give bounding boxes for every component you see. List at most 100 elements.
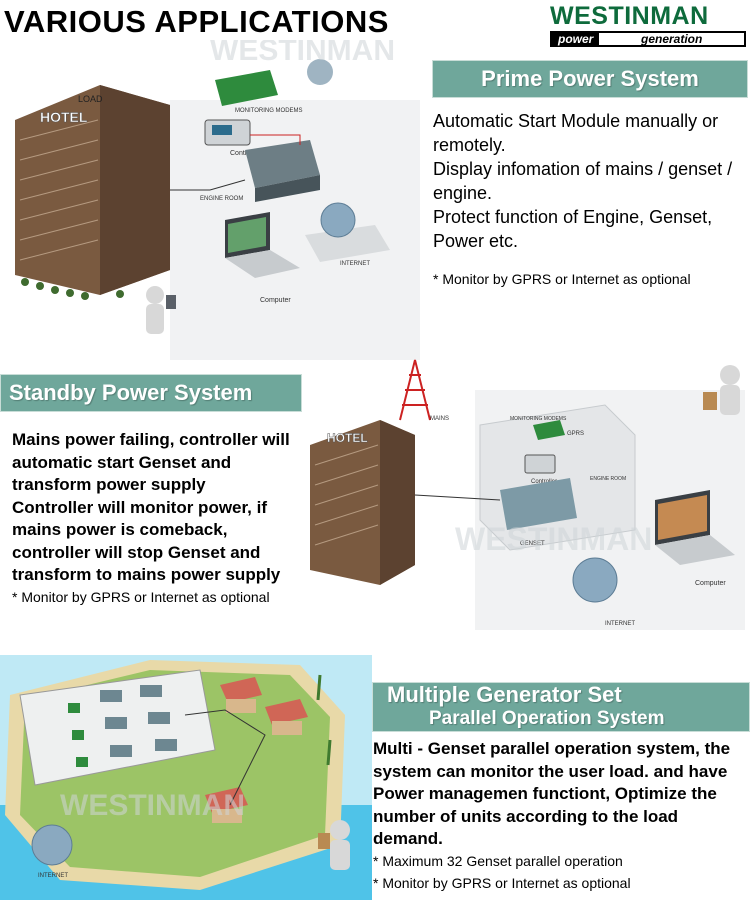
watermark: WESTINMAN bbox=[455, 521, 652, 557]
prime-power-note: * Monitor by GPRS or Internet as optiona… bbox=[433, 271, 691, 287]
internet-globe-icon bbox=[320, 202, 356, 238]
phone-icon bbox=[166, 295, 176, 309]
internet-pad bbox=[305, 225, 390, 262]
houses bbox=[205, 677, 308, 823]
multiple-genset-title: Multiple Generator Set bbox=[387, 682, 622, 707]
laptop-display bbox=[658, 495, 707, 540]
modem-label: MONITORING MODEMS bbox=[510, 416, 567, 422]
tablet-icon bbox=[703, 392, 717, 410]
wire-red bbox=[250, 134, 301, 145]
standby-power-illustration: MAINS HOTEL MONITORING MODEMS GPRS Contr… bbox=[310, 359, 745, 630]
tablet-icon bbox=[318, 833, 330, 849]
person-body bbox=[720, 385, 740, 415]
hotel-windows bbox=[19, 119, 99, 261]
laptop-keyboard bbox=[225, 250, 300, 278]
controller-boards bbox=[68, 703, 88, 767]
hotel-building-side bbox=[100, 85, 170, 295]
gprs-label: GPRS bbox=[567, 431, 584, 437]
floor-panel bbox=[170, 100, 420, 360]
page-title: VARIOUS APPLICATIONS bbox=[4, 4, 389, 39]
multiple-line: demand. bbox=[373, 829, 443, 848]
genset-base bbox=[255, 175, 320, 202]
logo-tagline: power generation bbox=[550, 31, 746, 47]
standby-line: automatic start Genset and bbox=[12, 452, 232, 472]
gensets bbox=[100, 685, 177, 757]
controller-label: Controller bbox=[230, 150, 261, 157]
multiple-line: Power managemen functiont, Optimize the bbox=[373, 784, 717, 803]
controller-device bbox=[524, 454, 556, 474]
watermark: WESTINMAN bbox=[60, 789, 245, 822]
standby-line: transform power supply bbox=[12, 475, 206, 494]
hotel-building-side bbox=[380, 420, 415, 585]
standby-line: mains power is comeback, bbox=[12, 520, 228, 539]
multiple-note: * Monitor by GPRS or Internet as optiona… bbox=[373, 875, 631, 891]
power-pylon-icon bbox=[399, 359, 431, 421]
prime-power-illustration: LOAD HOTEL MONITORING MODEMS Controller … bbox=[15, 40, 420, 360]
person-head-icon bbox=[146, 286, 164, 304]
modem-board bbox=[533, 420, 565, 440]
internet-label: INTERNET bbox=[340, 261, 370, 267]
person-body bbox=[330, 840, 350, 870]
multiple-genset-description: Multi - Genset parallel operation system… bbox=[373, 738, 745, 851]
wire bbox=[184, 709, 266, 806]
genset-label: GENSET bbox=[520, 541, 545, 547]
logo-brand: WESTINMAN bbox=[550, 2, 709, 30]
internet-label: INTERNET bbox=[38, 873, 68, 879]
standby-power-description: Mains power failing, controller will aut… bbox=[12, 429, 312, 587]
computer-label: Computer bbox=[260, 297, 291, 304]
multiple-line: system can monitor the user load. and ha… bbox=[373, 761, 728, 781]
multiple-genset-heading: Multiple Generator Set Parallel Operatio… bbox=[372, 682, 750, 732]
person-body bbox=[146, 304, 164, 334]
genset bbox=[500, 478, 577, 530]
controller-label: Controller bbox=[531, 479, 557, 485]
internet-globe-icon bbox=[572, 557, 618, 603]
multiple-genset-subtitle: Parallel Operation System bbox=[429, 708, 665, 729]
multiple-line: Multi - Genset parallel operation system… bbox=[373, 739, 731, 758]
prime-line: remotely. bbox=[433, 135, 506, 155]
controller-screen bbox=[212, 125, 232, 135]
globe-icon bbox=[307, 59, 333, 85]
prime-line: Display infomation of mains / genset / bbox=[433, 159, 733, 179]
genset bbox=[245, 140, 320, 188]
standby-power-heading: Standby Power System bbox=[0, 374, 302, 412]
wire bbox=[170, 179, 246, 191]
modem-label: MONITORING MODEMS bbox=[235, 108, 303, 114]
load-label: LOAD bbox=[78, 94, 103, 104]
mains-label: MAINS bbox=[430, 416, 449, 422]
standby-power-note: * Monitor by GPRS or Internet as optiona… bbox=[12, 589, 270, 605]
hotel-sign: HOTEL bbox=[40, 109, 88, 125]
prime-line: Power etc. bbox=[433, 231, 519, 251]
wire bbox=[414, 494, 501, 501]
logo-tag-left: power bbox=[552, 33, 600, 45]
person-head-icon bbox=[720, 365, 740, 385]
person-head-icon bbox=[330, 820, 350, 840]
computer-label: Computer bbox=[695, 580, 726, 587]
logo-tag-right: generation bbox=[641, 32, 703, 46]
hotel-windows bbox=[314, 444, 379, 546]
prime-power-description: Automatic Start Module manually or remot… bbox=[433, 109, 745, 253]
standby-line: Mains power failing, controller will bbox=[12, 430, 290, 449]
palm-trees bbox=[316, 674, 332, 766]
prime-line: engine. bbox=[433, 183, 493, 203]
laptop-keyboard bbox=[655, 535, 735, 565]
trees bbox=[21, 278, 124, 300]
multiple-line: number of units according to the load bbox=[373, 806, 679, 826]
prime-line: Protect function of Engine, Genset, bbox=[433, 207, 713, 227]
engine-room-label: ENGINE ROOM bbox=[590, 476, 626, 482]
modem-board bbox=[215, 70, 278, 106]
watermark: WESTINMAN bbox=[210, 40, 395, 67]
prime-power-heading: Prime Power System bbox=[432, 60, 748, 98]
multiple-note: * Maximum 32 Genset parallel operation bbox=[373, 853, 623, 869]
multiple-genset-illustration: INTERNET WESTINMAN bbox=[0, 655, 372, 900]
multiple-genset-notes: * Maximum 32 Genset parallel operation *… bbox=[373, 850, 631, 894]
internet-label: INTERNET bbox=[605, 621, 635, 627]
standby-line: transform to mains power supply bbox=[12, 565, 281, 584]
prime-line: Automatic Start Module manually or bbox=[433, 111, 719, 131]
internet-globe-icon bbox=[31, 824, 73, 866]
standby-line: Controller will monitor power, if bbox=[12, 497, 268, 517]
standby-line: controller will stop Genset and bbox=[12, 542, 261, 562]
laptop-display bbox=[228, 217, 266, 253]
brand-logo: WESTINMAN power generation bbox=[550, 2, 746, 48]
engine-room-label: ENGINE ROOM bbox=[200, 196, 243, 202]
hotel-sign: HOTEL bbox=[327, 431, 368, 445]
